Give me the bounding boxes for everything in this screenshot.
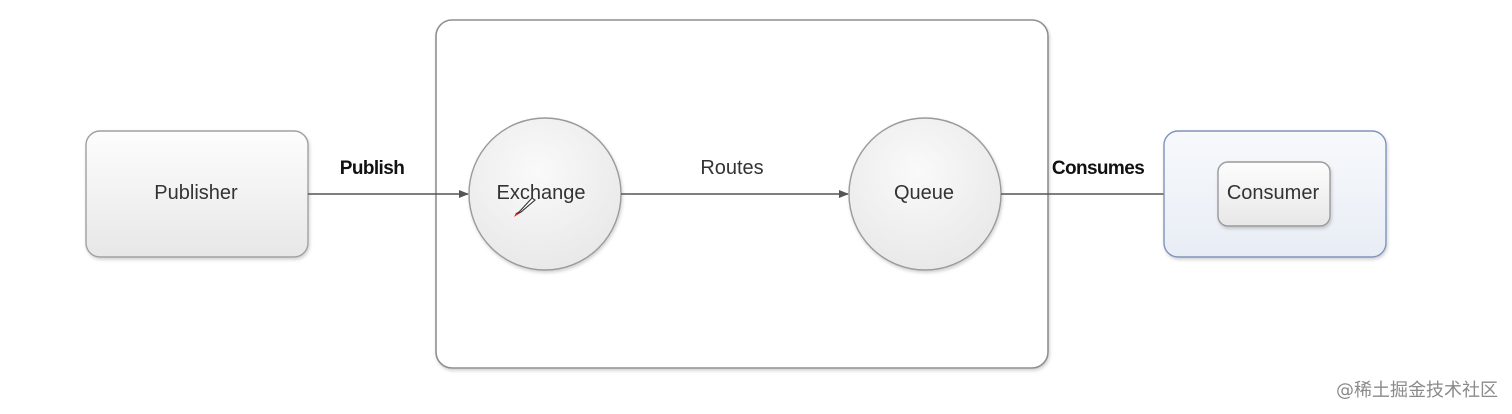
publisher-label: Publisher: [154, 182, 238, 204]
consumer-node: Consumer: [1217, 161, 1331, 227]
pen-cursor-icon: [514, 197, 536, 217]
routes-label: Routes: [700, 157, 763, 179]
watermark-text: @稀土掘金技术社区: [1336, 380, 1498, 401]
exchange-node: Exchange: [468, 117, 622, 271]
exchange-label: Exchange: [497, 182, 586, 204]
consumes-label: Consumes: [1052, 158, 1144, 179]
publisher-node: Publisher: [85, 130, 309, 258]
queue-node: Queue: [848, 117, 1002, 271]
queue-label: Queue: [894, 182, 954, 204]
consumer-label: Consumer: [1227, 182, 1320, 204]
publish-label: Publish: [340, 158, 404, 179]
